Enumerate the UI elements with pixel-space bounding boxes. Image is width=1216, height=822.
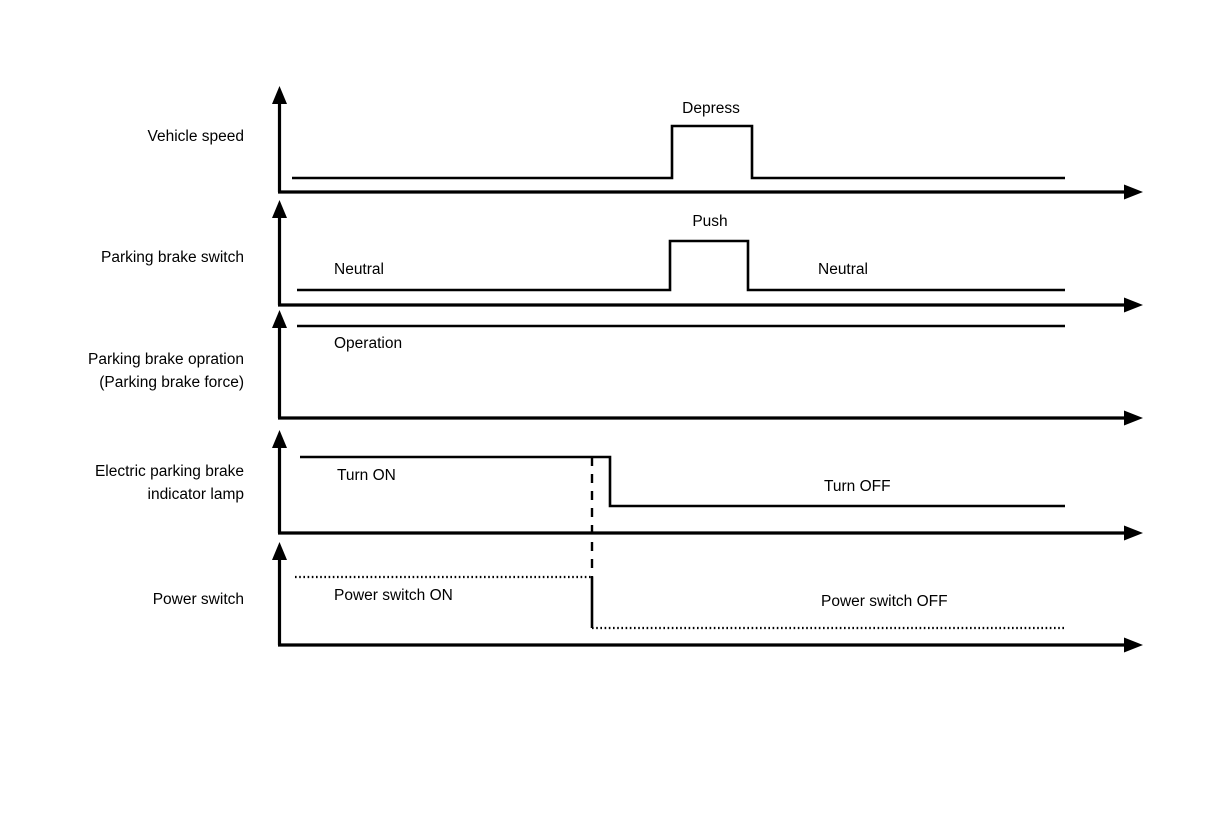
- row-epb-indicator-lamp: Electric parking brake indicator lamp Tu…: [95, 430, 1143, 541]
- waveform-vehicle-speed: [292, 124, 1065, 180]
- row-label-vehicle-speed: Vehicle speed: [147, 128, 244, 145]
- annotation-neutral-left: Neutral: [334, 261, 384, 278]
- annotation-turn-off: Turn OFF: [824, 478, 891, 495]
- annotation-push: Push: [692, 213, 727, 230]
- row-label-power-switch: Power switch: [153, 591, 244, 608]
- x-axis-arrow-parking-brake-switch: [1124, 297, 1143, 313]
- y-axis-arrow-parking-brake-switch: [272, 200, 287, 218]
- waveform-parking-brake-switch: [297, 239, 1065, 292]
- annotation-power-switch-off: Power switch OFF: [821, 593, 948, 610]
- row-parking-brake-switch: Parking brake switch Neutral Push Neutra…: [101, 200, 1143, 313]
- row-label-parking-brake-operation-line1: Parking brake opration: [88, 351, 244, 368]
- y-axis-arrow-parking-brake-operation: [272, 310, 287, 328]
- row-label-parking-brake-operation-line2: (Parking brake force): [99, 374, 244, 391]
- annotation-neutral-right: Neutral: [818, 261, 868, 278]
- row-label-epb-lamp-line2: indicator lamp: [148, 486, 245, 503]
- y-axis-arrow-vehicle-speed: [272, 86, 287, 104]
- x-axis-arrow-parking-brake-operation: [1124, 410, 1143, 426]
- y-axis-arrow-epb-indicator-lamp: [272, 430, 287, 448]
- annotation-depress: Depress: [682, 100, 740, 117]
- row-vehicle-speed: Vehicle speed Depress: [147, 86, 1143, 200]
- annotation-power-switch-on: Power switch ON: [334, 587, 453, 604]
- x-axis-arrow-epb-indicator-lamp: [1124, 525, 1143, 541]
- y-axis-arrow-power-switch: [272, 542, 287, 560]
- annotation-turn-on: Turn ON: [337, 467, 396, 484]
- row-parking-brake-operation: Parking brake opration (Parking brake fo…: [88, 310, 1143, 426]
- annotation-operation: Operation: [334, 335, 402, 352]
- row-power-switch: Power switch Power switch ON Power switc…: [153, 542, 1143, 653]
- x-axis-arrow-power-switch: [1124, 637, 1143, 653]
- row-label-epb-lamp-line1: Electric parking brake: [95, 463, 244, 480]
- waveform-epb-indicator-lamp: [300, 455, 1065, 508]
- x-axis-arrow-vehicle-speed: [1124, 184, 1143, 200]
- row-label-parking-brake-switch: Parking brake switch: [101, 249, 244, 266]
